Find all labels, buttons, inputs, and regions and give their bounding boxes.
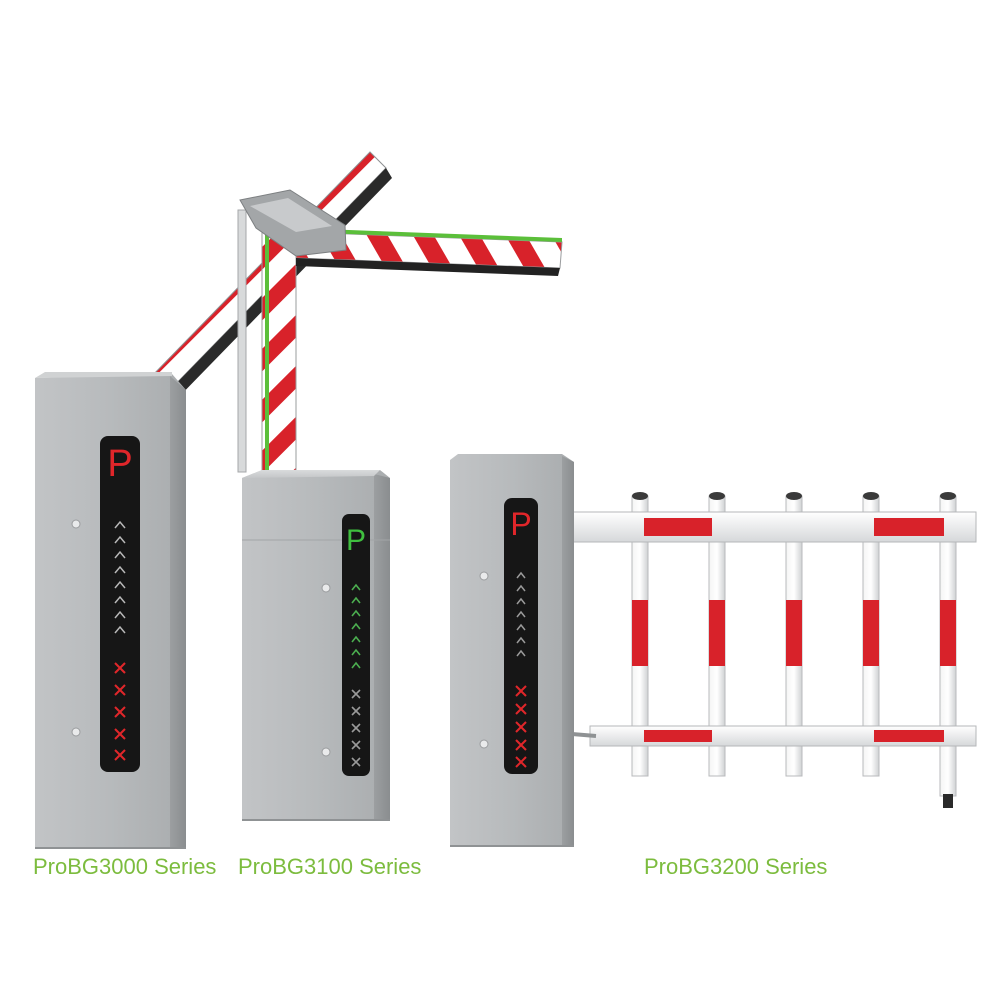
- fence-pickets: [631, 492, 957, 808]
- probg3200-caption: ProBG3200 Series: [644, 854, 828, 879]
- parking-p-sign: P: [510, 506, 531, 542]
- led-display-panel: P: [100, 436, 140, 772]
- fence-top-rail: [571, 511, 977, 543]
- fence-bottom-rail: [589, 725, 977, 747]
- up-chevron-icons: [114, 520, 126, 634]
- probg3200-fence-boom: [571, 492, 977, 808]
- green-chevron-icons: [351, 583, 361, 669]
- probg3000-cabinet: P: [35, 372, 186, 849]
- up-chevron-icons: [516, 571, 526, 657]
- parking-p-sign: P: [107, 443, 132, 485]
- probg3100-cabinet: P: [242, 470, 390, 821]
- probg3100-caption: ProBG3100 Series: [238, 854, 422, 879]
- red-x-icons: [114, 662, 126, 761]
- led-display-panel: P: [342, 514, 370, 776]
- probg3000-caption: ProBG3000 Series: [33, 854, 217, 879]
- red-x-icons: [515, 685, 527, 768]
- gray-x-icons: [351, 689, 361, 767]
- probg3100-boom-arm: [237, 189, 563, 473]
- parking-p-sign: P: [346, 524, 366, 557]
- led-display-panel: P: [504, 498, 538, 774]
- probg3200-cabinet: P: [450, 454, 574, 847]
